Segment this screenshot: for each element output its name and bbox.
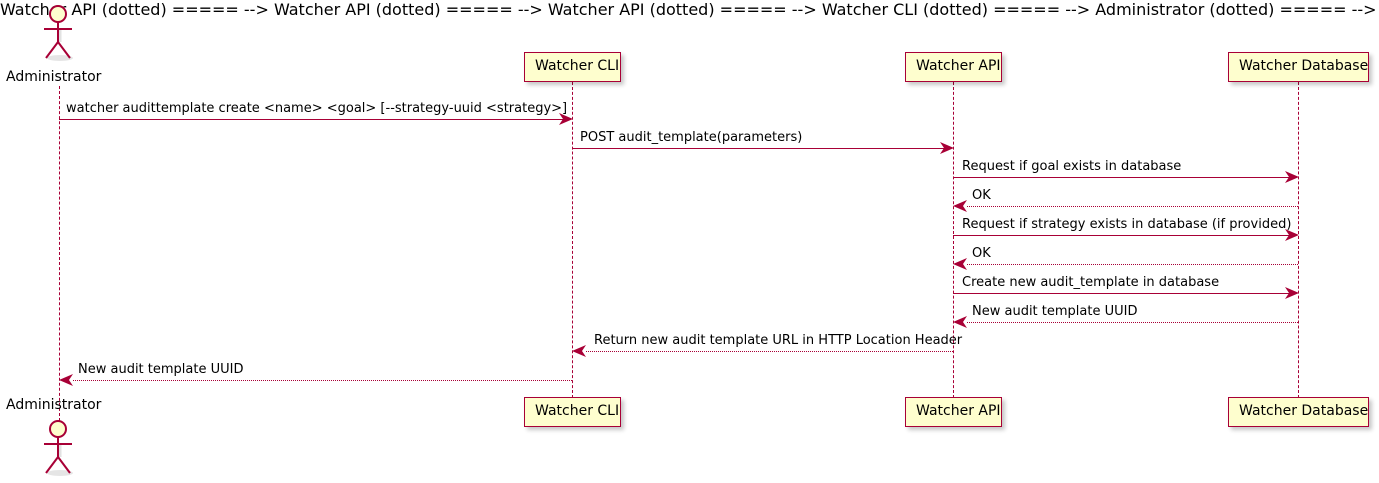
arrow-head-right-1: [559, 113, 573, 125]
message-label-7: Create new audit_template in database: [962, 275, 1220, 290]
message-line-8: [967, 322, 1298, 323]
arrow-head-left-8: [953, 316, 967, 328]
message-line-5: [953, 235, 1289, 236]
message-line-10: [73, 380, 572, 381]
actor-label-administrator-bottom: Administrator: [6, 397, 102, 413]
arrow-head-right-5: [1285, 229, 1299, 241]
message-line-2: [572, 148, 944, 149]
arrow-head-right-3: [1285, 171, 1299, 183]
message-label-3: Request if goal exists in database: [962, 159, 1182, 174]
participant-watcher-api-top[interactable]: Watcher API: [905, 52, 1002, 82]
participant-watcher-cli-bottom[interactable]: Watcher CLI: [524, 397, 621, 427]
message-line-7: [953, 293, 1289, 294]
arrow-head-left-4: [953, 200, 967, 212]
arrow-head-left-6: [953, 258, 967, 270]
lifeline-watcher-database: [1298, 82, 1299, 398]
message-label-1: watcher audittemplate create <name> <goa…: [66, 101, 568, 116]
message-line-9: [586, 351, 953, 352]
message-line-1: [59, 119, 563, 120]
message-label-5: Request if strategy exists in database (…: [962, 217, 1292, 232]
actor-label-administrator-top: Administrator: [6, 69, 102, 85]
participant-watcher-cli-top[interactable]: Watcher CLI: [524, 52, 621, 82]
message-line-6: [967, 264, 1298, 265]
participant-watcher-database-top[interactable]: Watcher Database: [1228, 52, 1369, 82]
actor-administrator-bottom: [36, 419, 84, 476]
message-line-3: [953, 177, 1289, 178]
actor-icon: [44, 420, 73, 476]
message-label-10: New audit template UUID: [78, 362, 244, 377]
participant-watcher-database-bottom[interactable]: Watcher Database: [1228, 397, 1369, 427]
message-label-2: POST audit_template(parameters): [580, 130, 803, 145]
message-line-4: [967, 206, 1298, 207]
message-label-4: OK: [972, 188, 991, 203]
actor-administrator-top: [36, 4, 84, 61]
arrow-head-left-10: [59, 374, 73, 386]
lifeline-watcher-cli: [572, 82, 573, 398]
arrow-head-right-7: [1285, 287, 1299, 299]
lifeline-watcher-api: [953, 82, 954, 398]
arrow-head-left-9: [572, 345, 586, 357]
actor-icon: [44, 5, 73, 61]
lifeline-administrator: [59, 86, 60, 426]
message-label-8: New audit template UUID: [972, 304, 1138, 319]
message-label-9: Return new audit template URL in HTTP Lo…: [594, 333, 963, 348]
participant-watcher-api-bottom[interactable]: Watcher API: [905, 397, 1002, 427]
arrow-head-right-2: [940, 142, 954, 154]
message-label-6: OK: [972, 246, 991, 261]
